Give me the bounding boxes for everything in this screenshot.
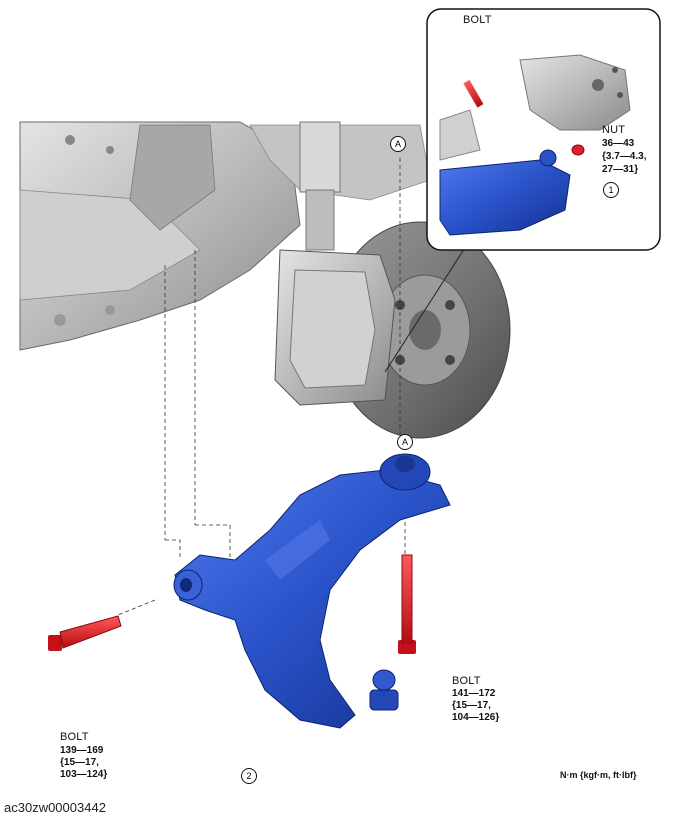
inset-nut-torque-ftlbf: 27—31}: [602, 164, 639, 175]
inset-bolt-label: BOLT: [463, 14, 492, 26]
lower-control-arm: [173, 453, 451, 729]
rear-bolt-torque-kgfm: {15—17,: [452, 700, 491, 711]
callout-part-1: 1: [603, 182, 619, 198]
brake-caliper: [274, 249, 396, 406]
front-bolt-graphic: [48, 615, 122, 651]
callout-a-upper: A: [390, 136, 406, 152]
inset-nut-torque-nm: 36—43: [602, 138, 635, 149]
rear-bolt-label: BOLT: [452, 675, 481, 687]
strut: [299, 121, 341, 251]
front-bolt-torque-ftlbf: 103—124}: [60, 769, 108, 780]
rear-bolt-torque-nm: 141—172: [452, 688, 496, 699]
callout-part-2: 2: [241, 768, 257, 784]
inset-nut-label: NUT: [602, 124, 626, 136]
detail-leader: [384, 239, 471, 373]
rear-bolt-torque-ftlbf: 104—126}: [452, 712, 500, 723]
callout-a-lower: A: [397, 434, 413, 450]
rear-bolt-graphic: [398, 554, 416, 654]
subframe: [19, 121, 431, 351]
units-note: N·m {kgf·m, ft·lbf}: [560, 770, 637, 780]
front-bolt-torque-kgfm: {15—17,: [60, 757, 99, 768]
front-bolt-torque-nm: 139—169: [60, 745, 104, 756]
front-bolt-label: BOLT: [60, 731, 89, 743]
inset-nut-torque-kgfm: {3.7—4.3,: [602, 151, 647, 162]
image-id: ac30zw00003442: [4, 800, 106, 815]
detail-inset: [426, 8, 661, 251]
